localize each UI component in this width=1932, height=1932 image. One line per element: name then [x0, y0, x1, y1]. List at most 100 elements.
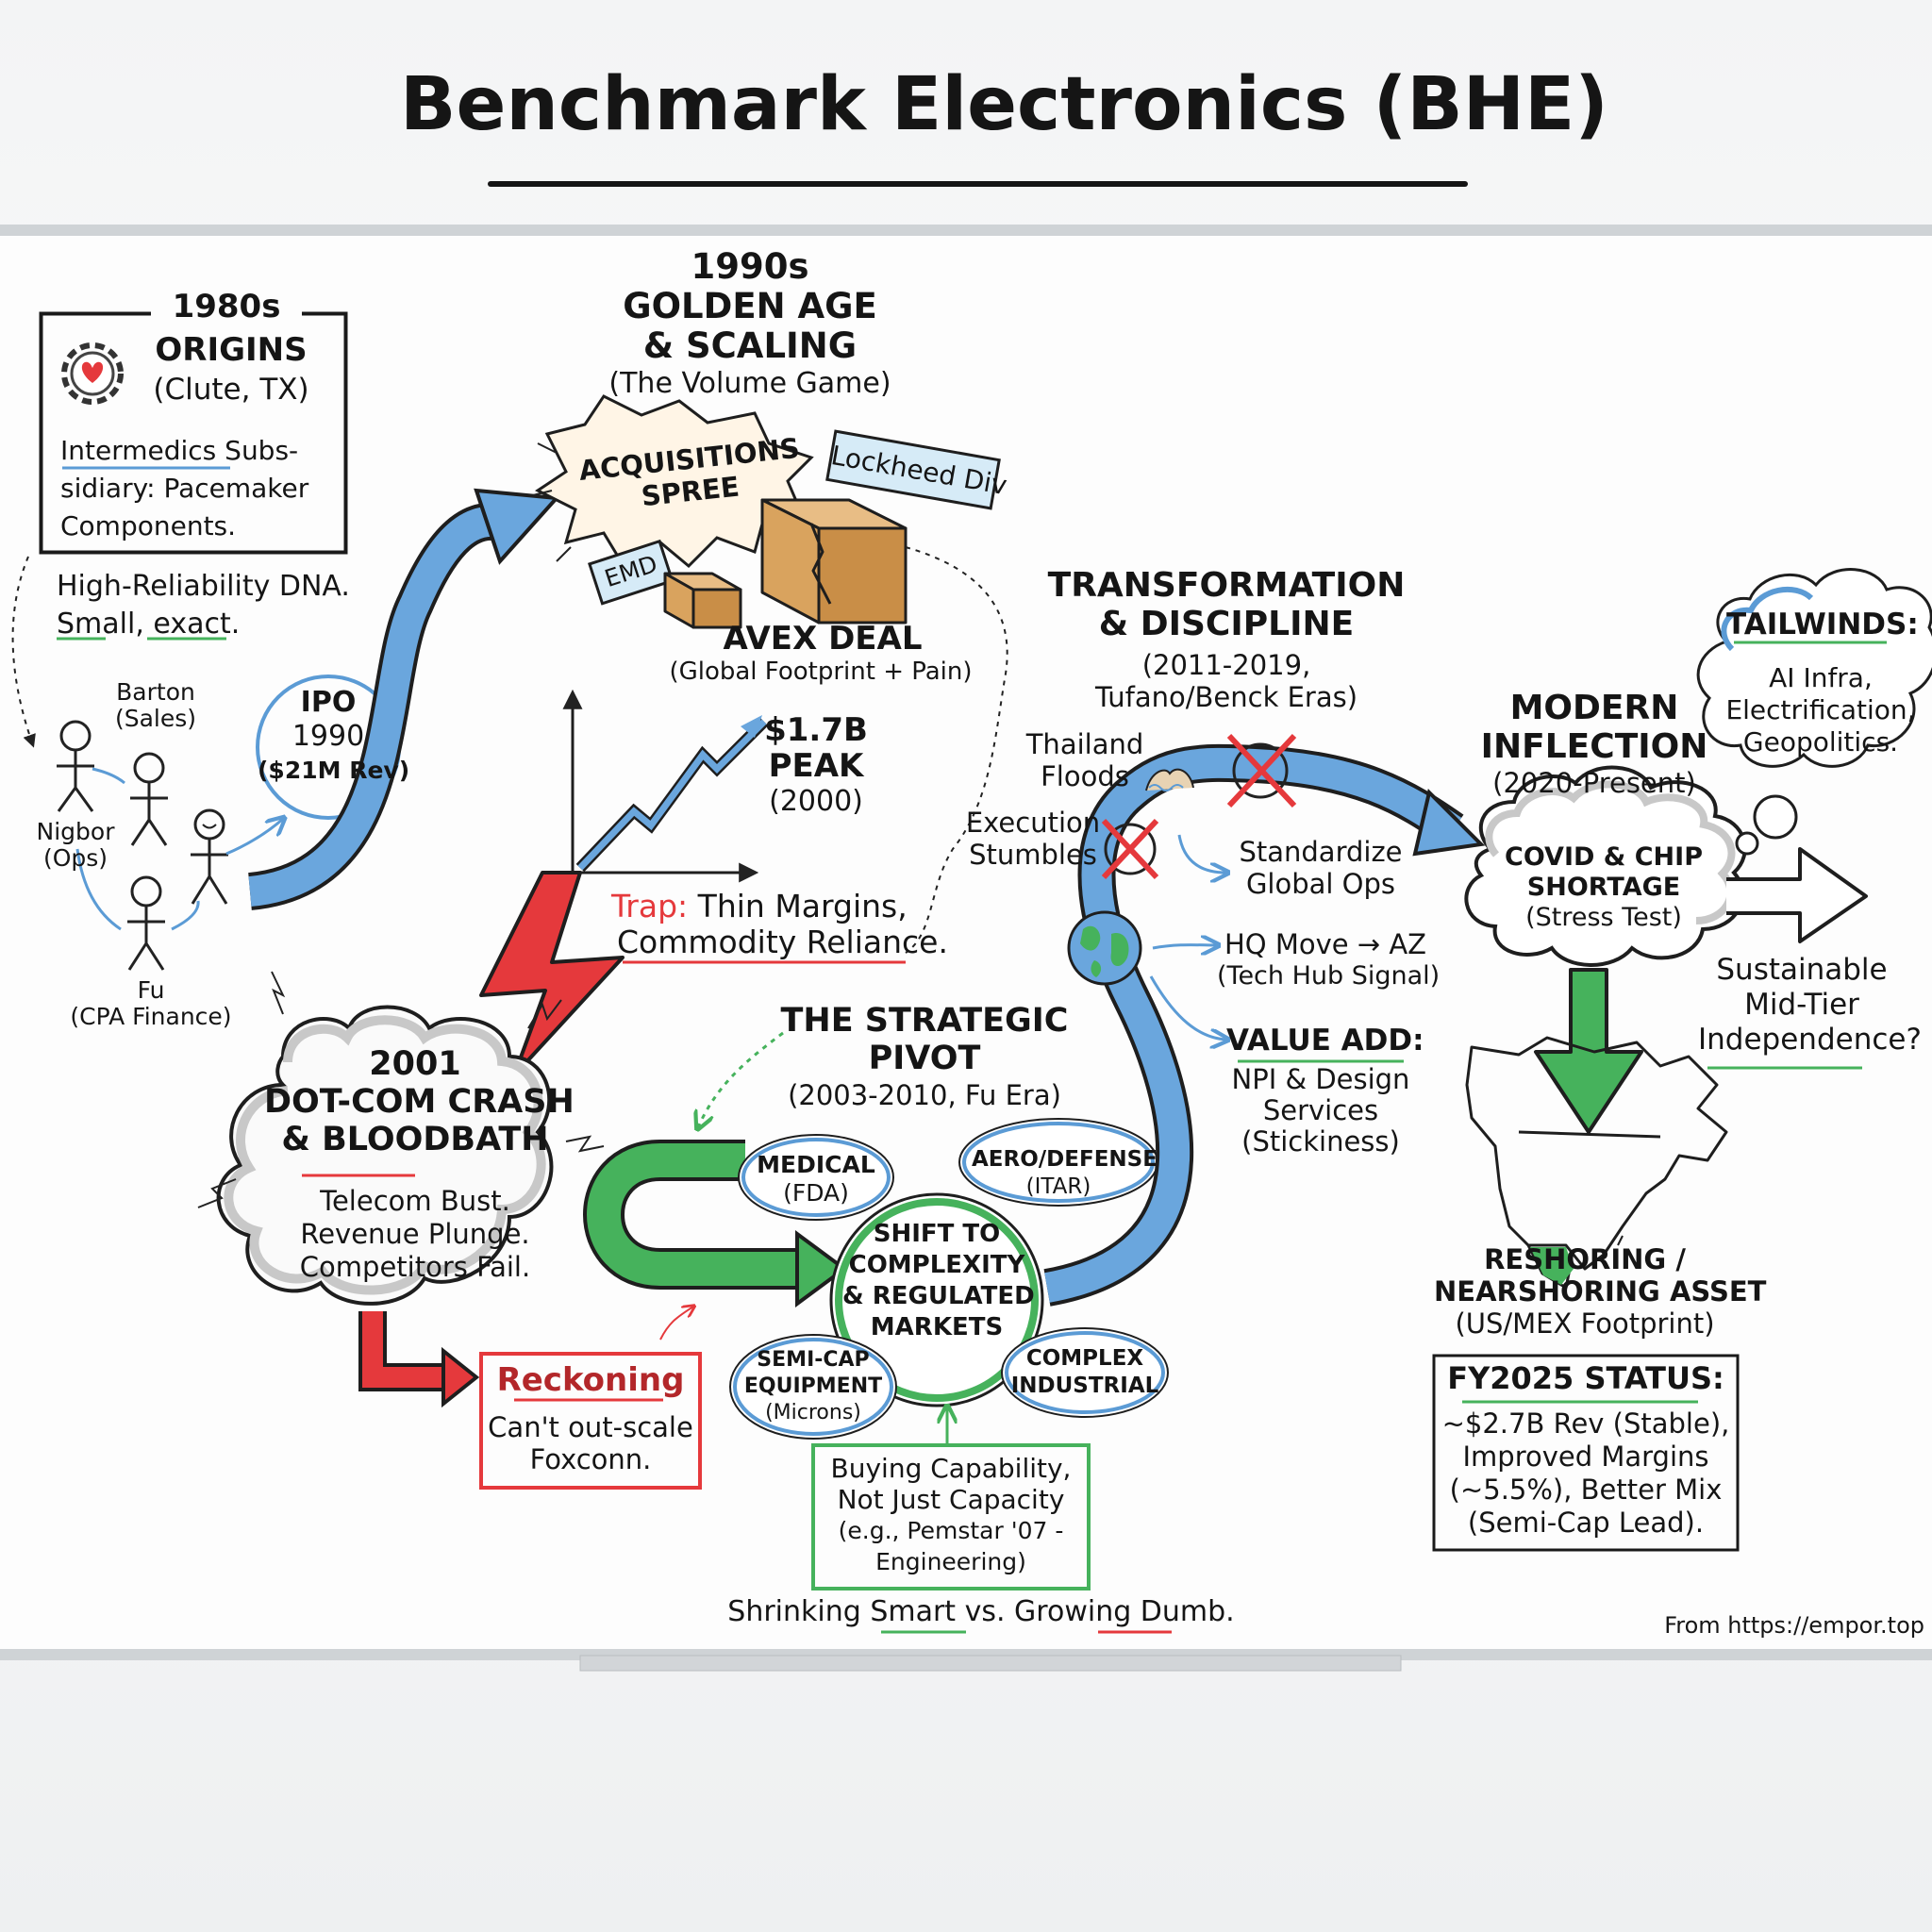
crash-heading: 2001 DOT-COM CRASH & BLOODBATH [264, 1045, 575, 1158]
ipo-line: IPO [300, 686, 357, 719]
page-title: Benchmark Electronics (BHE) [400, 62, 1608, 147]
marker-tray [579, 1655, 1402, 1672]
founder-name: Fu [137, 976, 165, 1004]
founder-role: (Ops) [42, 844, 108, 872]
crash-body-line: Revenue Plunge. [300, 1218, 530, 1250]
node-line: (FDA) [783, 1179, 849, 1207]
founder-name: Barton [116, 678, 195, 706]
tailwind-line: AI Infra, [1769, 662, 1873, 693]
covid-line: (Stress Test) [1525, 903, 1682, 932]
origins-body-line: sidiary: Pacemaker [60, 473, 309, 504]
covid-label: COVID & CHIP SHORTAGE (Stress Test) [1500, 842, 1707, 933]
lightning-bolt [479, 871, 625, 1077]
avex-label: AVEX DEAL [723, 620, 923, 658]
heading-line: 1990s [691, 246, 809, 287]
modern-line: MODERN [1509, 689, 1679, 727]
x-mark-icon [1226, 733, 1297, 808]
buying-line: Not Just Capacity [837, 1484, 1065, 1515]
trap-line: Trap: Thin Margins, [611, 889, 948, 924]
reckoning-title: Reckoning [496, 1361, 685, 1399]
node-line: SEMI-CAP [757, 1348, 870, 1372]
industrial-node [1001, 1327, 1169, 1418]
gear-heart-icon [61, 342, 124, 405]
medical-node [738, 1134, 894, 1221]
trans-line: TRANSFORMATION [1047, 566, 1406, 605]
founder-role: (Sales) [114, 705, 197, 732]
buying-box [811, 1443, 1091, 1591]
medical-label: MEDICAL (FDA) [750, 1151, 882, 1208]
standardize-line: Standardize [1239, 836, 1403, 868]
x-mark-icon [1101, 818, 1159, 880]
node-line: AERO/DEFENSE [972, 1147, 1158, 1172]
peak-line: $1.7B [764, 711, 868, 749]
sustainable-line: Mid-Tier [1744, 988, 1859, 1022]
transformation-heading: TRANSFORMATION & DISCIPLINE [1047, 566, 1406, 643]
avex-sub: (Global Footprint + Pain) [669, 658, 973, 686]
standardize-label: Standardize Global Ops [1226, 836, 1415, 900]
origins-body-line: Components. [60, 510, 237, 541]
peak-line: (2000) [769, 785, 863, 818]
fy-line: ~$2.7B Rev (Stable), [1441, 1407, 1730, 1440]
founder-role: (CPA Finance) [70, 1003, 232, 1030]
reckoning-box [479, 1352, 702, 1490]
reshoring-label: RESHORING / NEARSHORING ASSET (US/MEX Fo… [1434, 1243, 1766, 1340]
node-line: INDUSTRIAL [1010, 1374, 1159, 1398]
hub-line: SHIFT TO [873, 1220, 1001, 1248]
reckoning-line: Can't out-scale [488, 1411, 693, 1443]
heading-line: & SCALING [642, 325, 858, 366]
golden-age-heading: 1990s GOLDEN AGE & SCALING [566, 247, 934, 366]
origins-body: Intermedics Subs- sidiary: Pacemaker Com… [60, 432, 308, 545]
footer-source: From https://empor.top [1664, 1612, 1924, 1639]
reckoning-body: Can't out-scale Foxconn. [481, 1411, 700, 1475]
reckoning-line: Foxconn. [529, 1443, 652, 1475]
fy-line: (Semi-Cap Lead). [1467, 1507, 1705, 1539]
value-line: (Stickiness) [1241, 1125, 1400, 1158]
trap-line-1: Thin Margins, [697, 888, 908, 924]
founder-nigbor: Nigbor (Ops) [19, 819, 132, 872]
tailwinds-cloud [1696, 568, 1932, 768]
thailand-label: Thailand Floods [1009, 728, 1160, 792]
execution-line: Stumbles [969, 839, 1097, 871]
dna-line: High-Reliability DNA. [57, 570, 350, 603]
stick-figure-group [57, 720, 228, 971]
node-line: MEDICAL [757, 1151, 875, 1178]
covid-line: COVID & CHIP [1505, 842, 1703, 872]
semicap-label: SEMI-CAP EQUIPMENT (Microns) [740, 1347, 887, 1426]
covid-line: SHORTAGE [1526, 873, 1681, 902]
value-line: NPI & Design [1231, 1063, 1410, 1095]
heading-line: GOLDEN AGE [623, 286, 877, 326]
node-line: (Microns) [765, 1401, 861, 1424]
hub-label: SHIFT TO COMPLEXITY & REGULATED MARKETS [842, 1219, 1035, 1343]
tailwind-line: Geopolitics. [1742, 726, 1899, 758]
crash-line: DOT-COM CRASH [264, 1083, 575, 1121]
ipo-line: ($21M Rev) [258, 757, 410, 784]
fy2025-body: ~$2.7B Rev (Stable), Improved Margins (~… [1434, 1407, 1738, 1540]
modern-line: INFLECTION [1480, 727, 1708, 766]
tailwind-line: Electrification, [1725, 694, 1916, 725]
crash-line: 2001 [369, 1045, 461, 1083]
aero-label: AERO/DEFENSE (ITAR) [972, 1146, 1158, 1201]
origins-dna: High-Reliability DNA. Small, exact. [57, 568, 350, 643]
reshoring-line: RESHORING / [1484, 1243, 1686, 1275]
tailwinds-body: AI Infra, Electrification, Geopolitics. [1717, 662, 1924, 758]
lockheed-tag [825, 429, 1001, 510]
sustainable-label: Sustainable Mid-Tier Independence? [1698, 953, 1922, 1058]
pivot-line: THE STRATEGIC [780, 1002, 1069, 1040]
founder-barton: Barton (Sales) [94, 679, 217, 732]
shrinking-text: Shrinking Smart vs. Growing Dumb. [727, 1595, 1235, 1628]
industrial-label: COMPLEX INDUSTRIAL [1009, 1345, 1160, 1400]
hub-line: MARKETS [870, 1313, 1004, 1341]
ipo-label: IPO 1990 ($21M Rev) [258, 686, 410, 788]
crash-body-line: Competitors Fail. [299, 1251, 531, 1283]
globe-icon [1067, 910, 1142, 986]
origins-era: 1980s [151, 289, 302, 325]
peak-line: PEAK [768, 747, 864, 785]
fy-line: Improved Margins [1462, 1441, 1709, 1473]
trap-line: Commodity Reliance. [617, 924, 948, 960]
semicap-node [729, 1334, 897, 1440]
hub-line: & REGULATED [842, 1282, 1035, 1310]
reshoring-line: (US/MEX Footprint) [1455, 1307, 1715, 1340]
mexico-highlight [1530, 1247, 1574, 1285]
golden-age-sub: (The Volume Game) [608, 367, 891, 400]
